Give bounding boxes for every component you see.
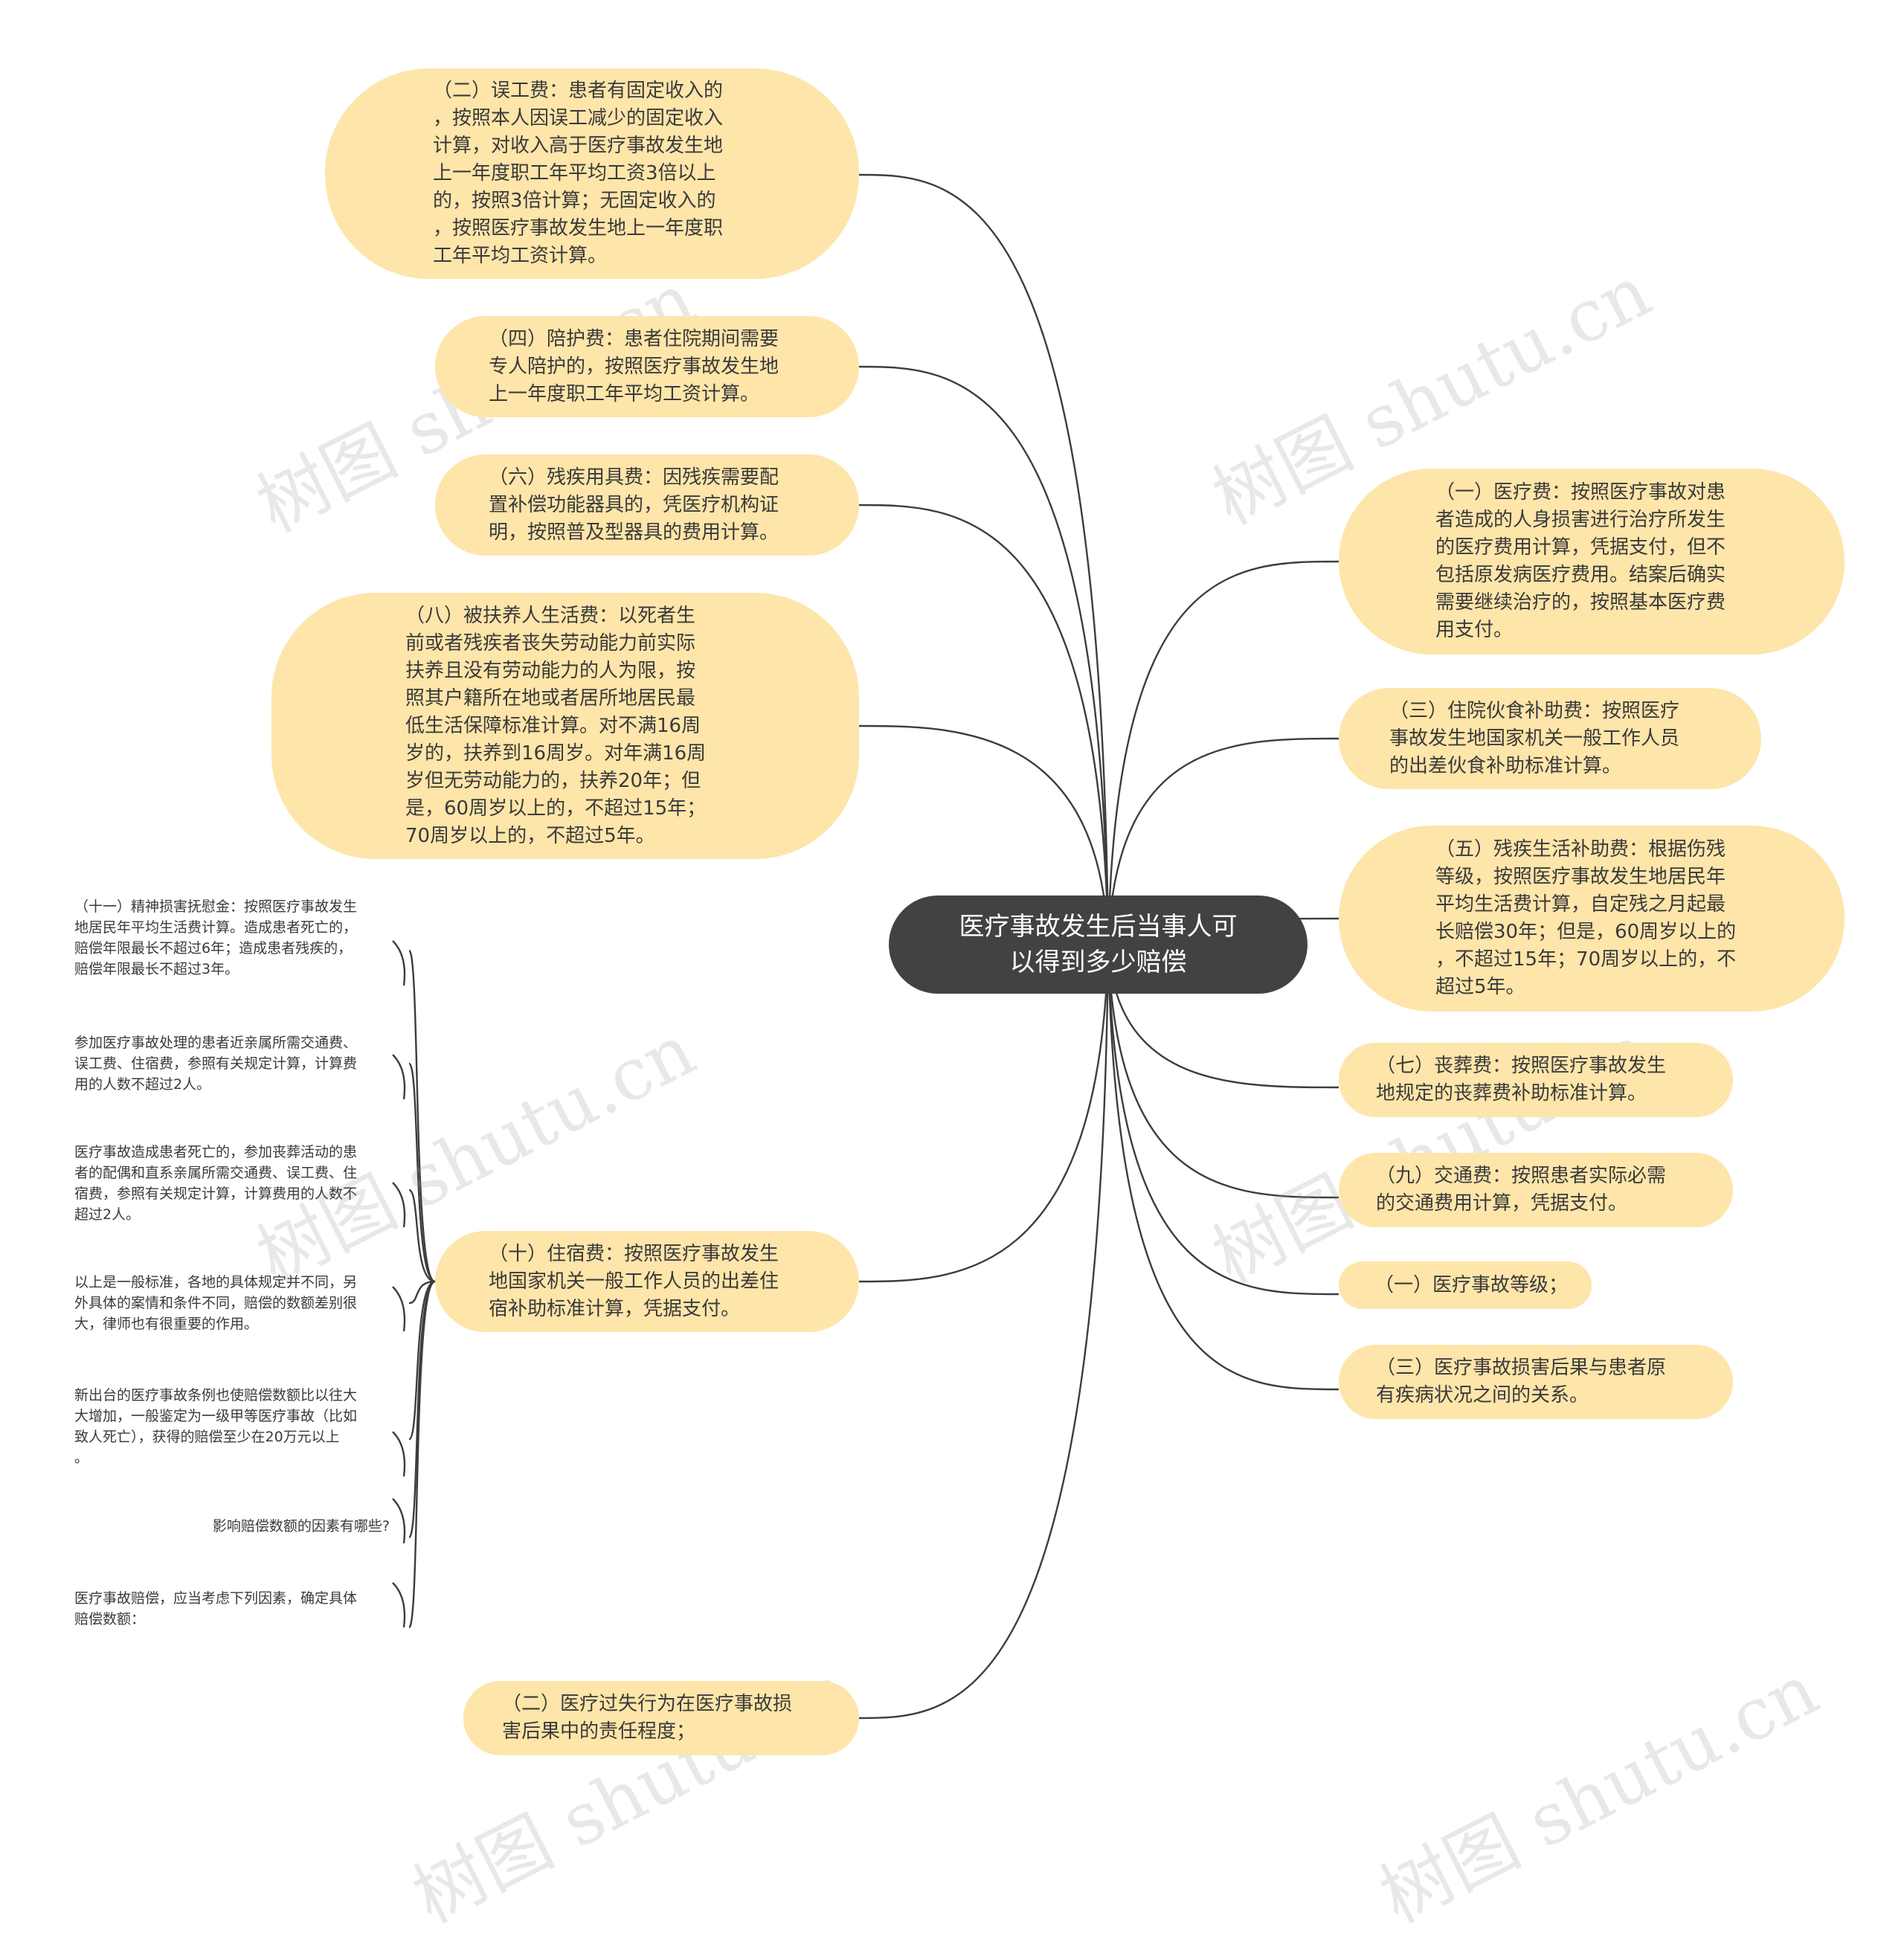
topic-label: （二）医疗过失行为在医疗事故损 害后果中的责任程度； — [502, 1693, 793, 1743]
topic-label: （十）住宿费：按照医疗事故发生 地国家机关一般工作人员的出差住 宿补助标准计算，… — [489, 1242, 779, 1320]
connector-line — [858, 944, 1110, 1283]
topic-meal-allowance[interactable]: （三）住院伙食补助费：按照医疗 事故发生地国家机关一般工作人员 的出差伙食补助标… — [1339, 688, 1761, 789]
connector-line — [1107, 737, 1339, 945]
connector-line — [1107, 944, 1339, 1199]
leaf-connector-line — [408, 1280, 436, 1305]
topic-label: （六）残疾用具费：因残疾需要配 置补偿功能器具的，凭医疗机构证 明，按照普及型器… — [489, 466, 779, 544]
topic-liability-degree[interactable]: （二）医疗过失行为在医疗事故损 害后果中的责任程度； — [463, 1681, 859, 1755]
leaf-factors-question[interactable]: 影响赔偿数额的因素有哪些? — [74, 1516, 390, 1537]
topic-label: （二）误工费：患者有固定收入的 ，按照本人因误工减少的固定收入 计算，对收入高于… — [433, 80, 724, 267]
connector-line — [1107, 560, 1339, 945]
leaf-stub-line — [392, 1286, 406, 1332]
topic-funeral-fee[interactable]: （七）丧葬费：按照医疗事故发生 地规定的丧葬费补助标准计算。 — [1339, 1043, 1733, 1117]
leaf-connector-line — [408, 1280, 436, 1539]
root-topic[interactable]: 医疗事故发生后当事人可 以得到多少赔偿 — [889, 896, 1308, 994]
topic-label: （八）被扶养人生活费：以死者生 前或者残疾者丧失劳动能力前实际 扶养且没有劳动能… — [405, 604, 707, 847]
leaf-connector-line — [408, 949, 436, 1283]
topic-label: （一）医疗事故等级； — [1374, 1273, 1569, 1296]
topic-label: （七）丧葬费：按照医疗事故发生 地规定的丧葬费补助标准计算。 — [1376, 1055, 1667, 1105]
connector-line — [858, 944, 1110, 1720]
leaf-connector-line — [408, 1280, 436, 1629]
connector-line — [858, 504, 1110, 945]
topic-disability-living[interactable]: （五）残疾生活补助费：根据伤残 等级，按照医疗事故发生地居民年 平均生活费计算，… — [1339, 826, 1844, 1012]
leaf-compensation-factors[interactable]: 医疗事故赔偿，应当考虑下列因素，确定具体 赔偿数额： — [74, 1588, 402, 1630]
connector-lines — [392, 173, 1339, 1720]
leaf-new-regulation[interactable]: 新出台的医疗事故条例也使赔偿数额比以往大 大增加，一般鉴定为一级甲等医疗事故（比… — [74, 1385, 402, 1468]
topic-dependent-living[interactable]: （八）被扶养人生活费：以死者生 前或者残疾者丧失劳动能力前实际 扶养且没有劳动能… — [271, 593, 859, 859]
leaf-label: 以上是一般标准，各地的具体规定并不同，另 外具体的案情和条件不同，赔偿的数额差别… — [74, 1274, 358, 1332]
root-topic-label: 医疗事故发生后当事人可 以得到多少赔偿 — [959, 912, 1238, 977]
leaf-label: 医疗事故造成患者死亡的，参加丧葬活动的患 者的配偶和直系亲属所需交通费、误工费、… — [74, 1144, 358, 1223]
leaf-stub-line — [392, 1498, 406, 1544]
leaf-mental-damage[interactable]: （十一）精神损害抚慰金：按照医疗事故发生 地居民年平均生活费计算。造成患者死亡的… — [74, 896, 402, 980]
connector-line — [1107, 944, 1339, 1296]
connector-line — [1107, 944, 1339, 1089]
connector-line — [858, 724, 1110, 945]
connector-line — [1107, 944, 1339, 1391]
topic-nursing-fee[interactable]: （四）陪护费：患者住院期间需要 专人陪护的，按照医疗事故发生地 上一年度职工年平… — [435, 316, 859, 417]
connector-line — [858, 365, 1110, 945]
leaf-label: 医疗事故赔偿，应当考虑下列因素，确定具体 赔偿数额： — [74, 1590, 358, 1627]
leaf-connector-line — [408, 1280, 436, 1441]
topic-lost-wages[interactable]: （二）误工费：患者有固定收入的 ，按照本人因误工减少的固定收入 计算，对收入高于… — [325, 68, 859, 279]
leaf-funeral-relatives[interactable]: 医疗事故造成患者死亡的，参加丧葬活动的患 者的配偶和直系亲属所需交通费、误工费、… — [74, 1142, 402, 1225]
topic-label: （五）残疾生活补助费：根据伤残 等级，按照医疗事故发生地居民年 平均生活费计算，… — [1435, 838, 1737, 998]
topic-label: （三）住院伙食补助费：按照医疗 事故发生地国家机关一般工作人员 的出差伙食补助标… — [1389, 699, 1680, 777]
topic-medical-fee[interactable]: （一）医疗费：按照医疗事故对患 者造成的人身损害进行治疗所发生 的医疗费用计算，… — [1339, 469, 1844, 655]
leaf-general-standard[interactable]: 以上是一般标准，各地的具体规定并不同，另 外具体的案情和条件不同，赔偿的数额差别… — [74, 1272, 402, 1334]
topic-accident-grade[interactable]: （一）医疗事故等级； — [1339, 1261, 1592, 1309]
leaf-connector-line — [408, 1189, 436, 1283]
leaf-stub-line — [392, 1431, 406, 1477]
leaf-label: （十一）精神损害抚慰金：按照医疗事故发生 地居民年平均生活费计算。造成患者死亡的… — [74, 898, 358, 977]
topic-accommodation[interactable]: （十）住宿费：按照医疗事故发生 地国家机关一般工作人员的出差住 宿补助标准计算，… — [435, 1231, 859, 1332]
topic-disability-equipment[interactable]: （六）残疾用具费：因残疾需要配 置补偿功能器具的，凭医疗机构证 明，按照普及型器… — [435, 454, 859, 556]
leaf-label: 新出台的医疗事故条例也使赔偿数额比以往大 大增加，一般鉴定为一级甲等医疗事故（比… — [74, 1387, 358, 1466]
connector-line — [858, 173, 1110, 945]
topic-label: （四）陪护费：患者住院期间需要 专人陪护的，按照医疗事故发生地 上一年度职工年平… — [489, 327, 779, 405]
topic-transport-fee[interactable]: （九）交通费：按照患者实际必需 的交通费用计算，凭据支付。 — [1339, 1153, 1733, 1227]
leaf-stub-line — [392, 1582, 406, 1628]
leaf-label: 参加医疗事故处理的患者近亲属所需交通费、 误工费、住宿费，参照有关规定计算，计算… — [74, 1035, 358, 1093]
topic-label: （一）医疗费：按照医疗事故对患 者造成的人身损害进行治疗所发生 的医疗费用计算，… — [1435, 481, 1726, 641]
topic-causal-relation[interactable]: （三）医疗事故损害后果与患者原 有疾病状况之间的关系。 — [1339, 1345, 1733, 1419]
leaf-stub-line — [392, 1182, 406, 1228]
leaf-relatives-expenses[interactable]: 参加医疗事故处理的患者近亲属所需交通费、 误工费、住宿费，参照有关规定计算，计算… — [74, 1032, 402, 1095]
topic-label: （三）医疗事故损害后果与患者原 有疾病状况之间的关系。 — [1376, 1357, 1667, 1406]
leaf-connector-line — [408, 1062, 436, 1283]
leaf-stub-line — [392, 940, 406, 986]
leaf-label: 影响赔偿数额的因素有哪些? — [212, 1518, 390, 1534]
topic-label: （九）交通费：按照患者实际必需 的交通费用计算，凭据支付。 — [1376, 1165, 1667, 1215]
leaf-stub-line — [392, 1054, 406, 1100]
